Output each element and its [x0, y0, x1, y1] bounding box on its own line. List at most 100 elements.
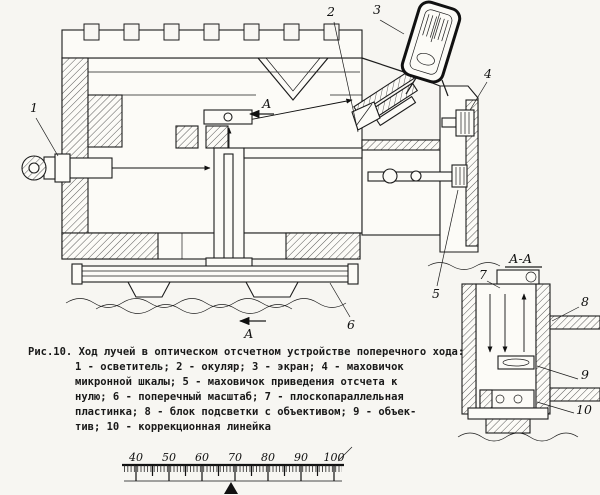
machine-feet: [127, 281, 299, 298]
callout-8: 8: [581, 294, 589, 309]
legend-line: 1 - осветитель; 2 - окуляр; 3 - экран; 4…: [75, 361, 404, 373]
bed-slot: [283, 23, 300, 41]
inner-block-hatched: [87, 94, 123, 148]
correction-ruler-hole: [495, 394, 505, 404]
screen-scale-lines: [422, 13, 449, 43]
extension-hatch: [361, 139, 441, 151]
section-detail-a-a: А-А 7 8 9 10: [457, 251, 600, 442]
bed-slot: [203, 23, 220, 41]
callout-7: 7: [479, 267, 487, 282]
column-pin: [223, 112, 233, 122]
zero-knob: [451, 164, 468, 188]
slab-hatch-right: [285, 232, 361, 260]
ruler-pointer-triangle: [224, 482, 238, 494]
bed-slot: [163, 23, 180, 41]
bed-slot: [83, 23, 100, 41]
break-line-detail: [457, 432, 579, 442]
screen: [400, 0, 462, 84]
illuminator-assembly: [21, 153, 113, 183]
ruler-number: 80: [261, 451, 275, 464]
ruler-number: 50: [162, 451, 176, 464]
v-groove: [257, 57, 329, 101]
illuminator-lens: [28, 162, 40, 174]
wall-mount-lower: [549, 387, 600, 402]
scale-end-cap: [71, 263, 83, 285]
detail-foot: [485, 418, 531, 434]
scale-end-cap: [347, 263, 359, 285]
section-arrow-top: А: [248, 96, 274, 119]
ruler-leader-line: [337, 446, 353, 462]
break-line-right: [427, 262, 501, 270]
plate-screw: [525, 271, 537, 283]
eyepiece-tube: [375, 95, 417, 127]
machine-body: [61, 23, 501, 270]
detail-base: [467, 407, 549, 420]
micron-handwheel: [441, 109, 475, 137]
bed-slot: [243, 23, 260, 41]
legend-line: тив; 10 - коррекционная линейка: [75, 421, 271, 433]
ruler-fine-ticks: [124, 465, 342, 481]
ruler-number: 100: [324, 451, 345, 464]
correction-ruler-hole: [513, 394, 523, 404]
ruler-long-ticks: [135, 465, 335, 481]
handwheel-shaft: [441, 117, 457, 128]
leader-line-10: [536, 401, 575, 414]
section-arrow-label: А: [261, 96, 271, 111]
callout-6: 6: [347, 317, 355, 332]
figure-caption-line: Рис.10. Ход лучей в оптическом отсчетном…: [28, 346, 465, 358]
objective-lens: [497, 355, 535, 370]
screen-body: [400, 0, 462, 84]
zero-setting-shaft: [367, 164, 468, 188]
legend-line: микронной шкалы; 5 - маховичок приведени…: [75, 376, 398, 388]
callout-3: 3: [373, 2, 381, 17]
callout-1: 1: [30, 100, 38, 115]
leader-line-7: [486, 280, 501, 289]
screen-stand: [405, 77, 417, 95]
bed-slot: [123, 23, 140, 41]
detail-light-arrows: [487, 293, 527, 353]
main-drawing: А А 1 2 3 4 5 6: [21, 0, 501, 341]
screen-eyehole: [416, 52, 435, 66]
ruler-number: 90: [294, 451, 308, 464]
transverse-scale-bar: [71, 263, 359, 285]
horizontal-rail: [243, 147, 363, 159]
leader-line-1: [35, 117, 59, 157]
ray-arrow: [237, 98, 353, 123]
column-block: [175, 125, 199, 149]
foot: [245, 281, 299, 298]
break-line: [65, 298, 347, 308]
legend-line: пластинка; 8 - блок подсветки с объектив…: [75, 406, 417, 418]
illuminator-barrel: [69, 157, 113, 179]
screen-stand: [441, 79, 449, 97]
column-block: [205, 125, 229, 149]
ruler-number: 40: [128, 451, 143, 464]
leader-line-8: [551, 306, 580, 322]
detail-right-wall: [535, 283, 551, 415]
correction-ruler-hatch: [479, 389, 493, 409]
column-rod: [223, 153, 234, 261]
break-line: [95, 304, 293, 314]
ruler-number: 70: [228, 451, 242, 464]
bed-slot: [323, 23, 340, 41]
shaft-collar: [382, 168, 398, 184]
leader-line-6: [329, 282, 351, 318]
callout-4: 4: [483, 66, 492, 81]
slab-hatch-left: [61, 232, 159, 260]
callout-5: 5: [432, 286, 440, 301]
leader-line-5: [436, 189, 459, 287]
leader-line-4: [469, 81, 488, 111]
ruler-scale: 40 50 60 70 80 90 100: [122, 446, 353, 494]
callout-9: 9: [581, 367, 589, 382]
caption-block: Рис.10. Ход лучей в оптическом отсчетном…: [28, 345, 473, 435]
objective-lens-glass: [502, 358, 530, 367]
illuminator-ring: [54, 153, 71, 183]
scale-bar: [71, 265, 359, 283]
wall-mount-upper: [549, 315, 600, 330]
section-arrow-label: А: [243, 326, 253, 341]
leader-line-2: [333, 21, 359, 133]
ruler-number: 60: [195, 451, 209, 464]
shaft: [367, 171, 453, 182]
prism-face: [355, 103, 373, 127]
